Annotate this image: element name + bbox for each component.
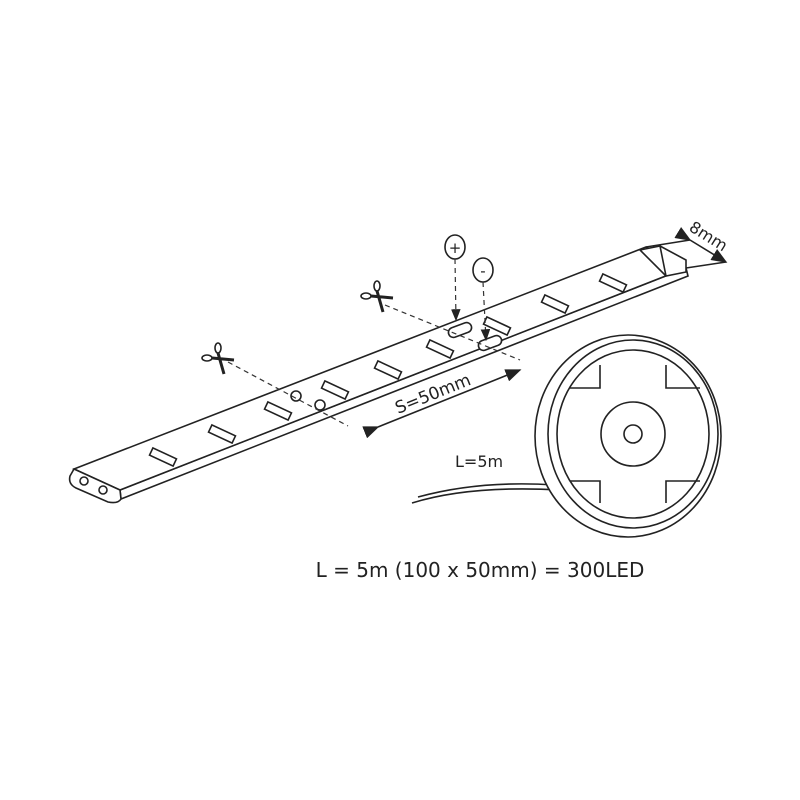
led-chip	[207, 423, 237, 445]
width-arrow	[674, 227, 728, 263]
scissors-icon	[360, 280, 394, 313]
formula-caption: L = 5m (100 x 50mm) = 300LED	[316, 558, 645, 582]
reel	[411, 334, 722, 538]
connector-hole	[79, 476, 89, 486]
solder-dot	[290, 390, 302, 402]
led-chip	[320, 379, 350, 401]
led-chip	[540, 293, 570, 315]
connector-hole	[98, 485, 108, 495]
led-chip	[425, 338, 455, 360]
led-chip	[263, 400, 293, 422]
led-chip	[598, 272, 628, 294]
solder-dot	[314, 399, 326, 411]
led-chip	[148, 446, 178, 468]
minus-label: -	[480, 262, 485, 280]
cut-line	[384, 304, 521, 361]
spacing-arrow	[362, 369, 522, 439]
scissors-icon	[201, 342, 235, 375]
length-label: L=5m	[455, 452, 503, 471]
width-label: 8mm	[686, 217, 731, 255]
cut-line	[227, 361, 349, 427]
plus-label: +	[449, 239, 462, 257]
